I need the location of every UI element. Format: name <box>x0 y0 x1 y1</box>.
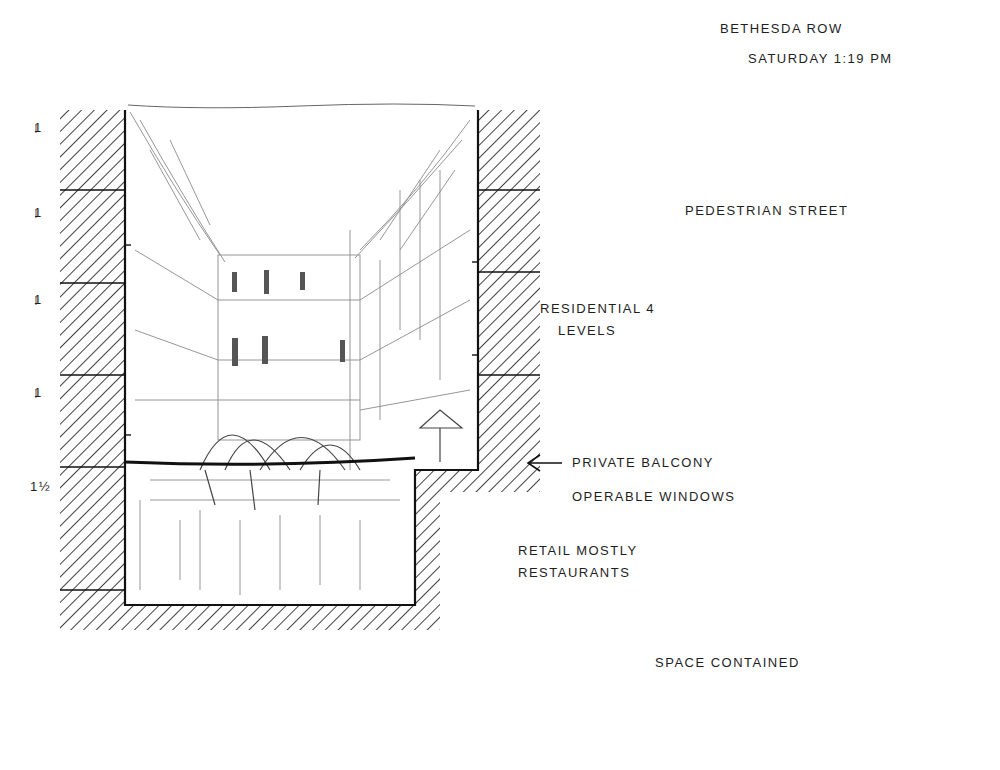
balcony-line <box>125 458 415 464</box>
section-outline <box>125 110 478 605</box>
leader-arrow <box>528 455 562 471</box>
scale-number: 1 <box>34 117 43 139</box>
floor-ticks <box>60 190 540 590</box>
tree-canopies <box>200 410 462 510</box>
summary-note: SPACE CONTAINED <box>655 652 800 674</box>
sketch-title: BETHESDA ROW <box>720 18 843 40</box>
roof-scribble <box>128 104 475 108</box>
pencil-windows <box>232 270 345 366</box>
use-note: RETAIL MOSTLY RESTAURANTS <box>518 540 642 584</box>
scale-number: 1½ <box>30 476 51 498</box>
use-note: RESIDENTIAL 4 LEVELS <box>540 298 664 342</box>
site-note: PEDESTRIAN STREET <box>685 200 848 222</box>
scale-number: 1 <box>34 202 43 224</box>
scale-number: 1 <box>34 382 43 404</box>
pencil-perspective <box>130 112 470 595</box>
wall-hatch <box>60 110 540 630</box>
callout-note: OPERABLE WINDOWS <box>572 486 735 508</box>
time-note: SATURDAY 1:19 PM <box>748 48 893 70</box>
callout-note: PRIVATE BALCONY <box>572 452 714 474</box>
scale-number: 1 <box>34 289 43 311</box>
scale-ticks <box>36 125 37 398</box>
